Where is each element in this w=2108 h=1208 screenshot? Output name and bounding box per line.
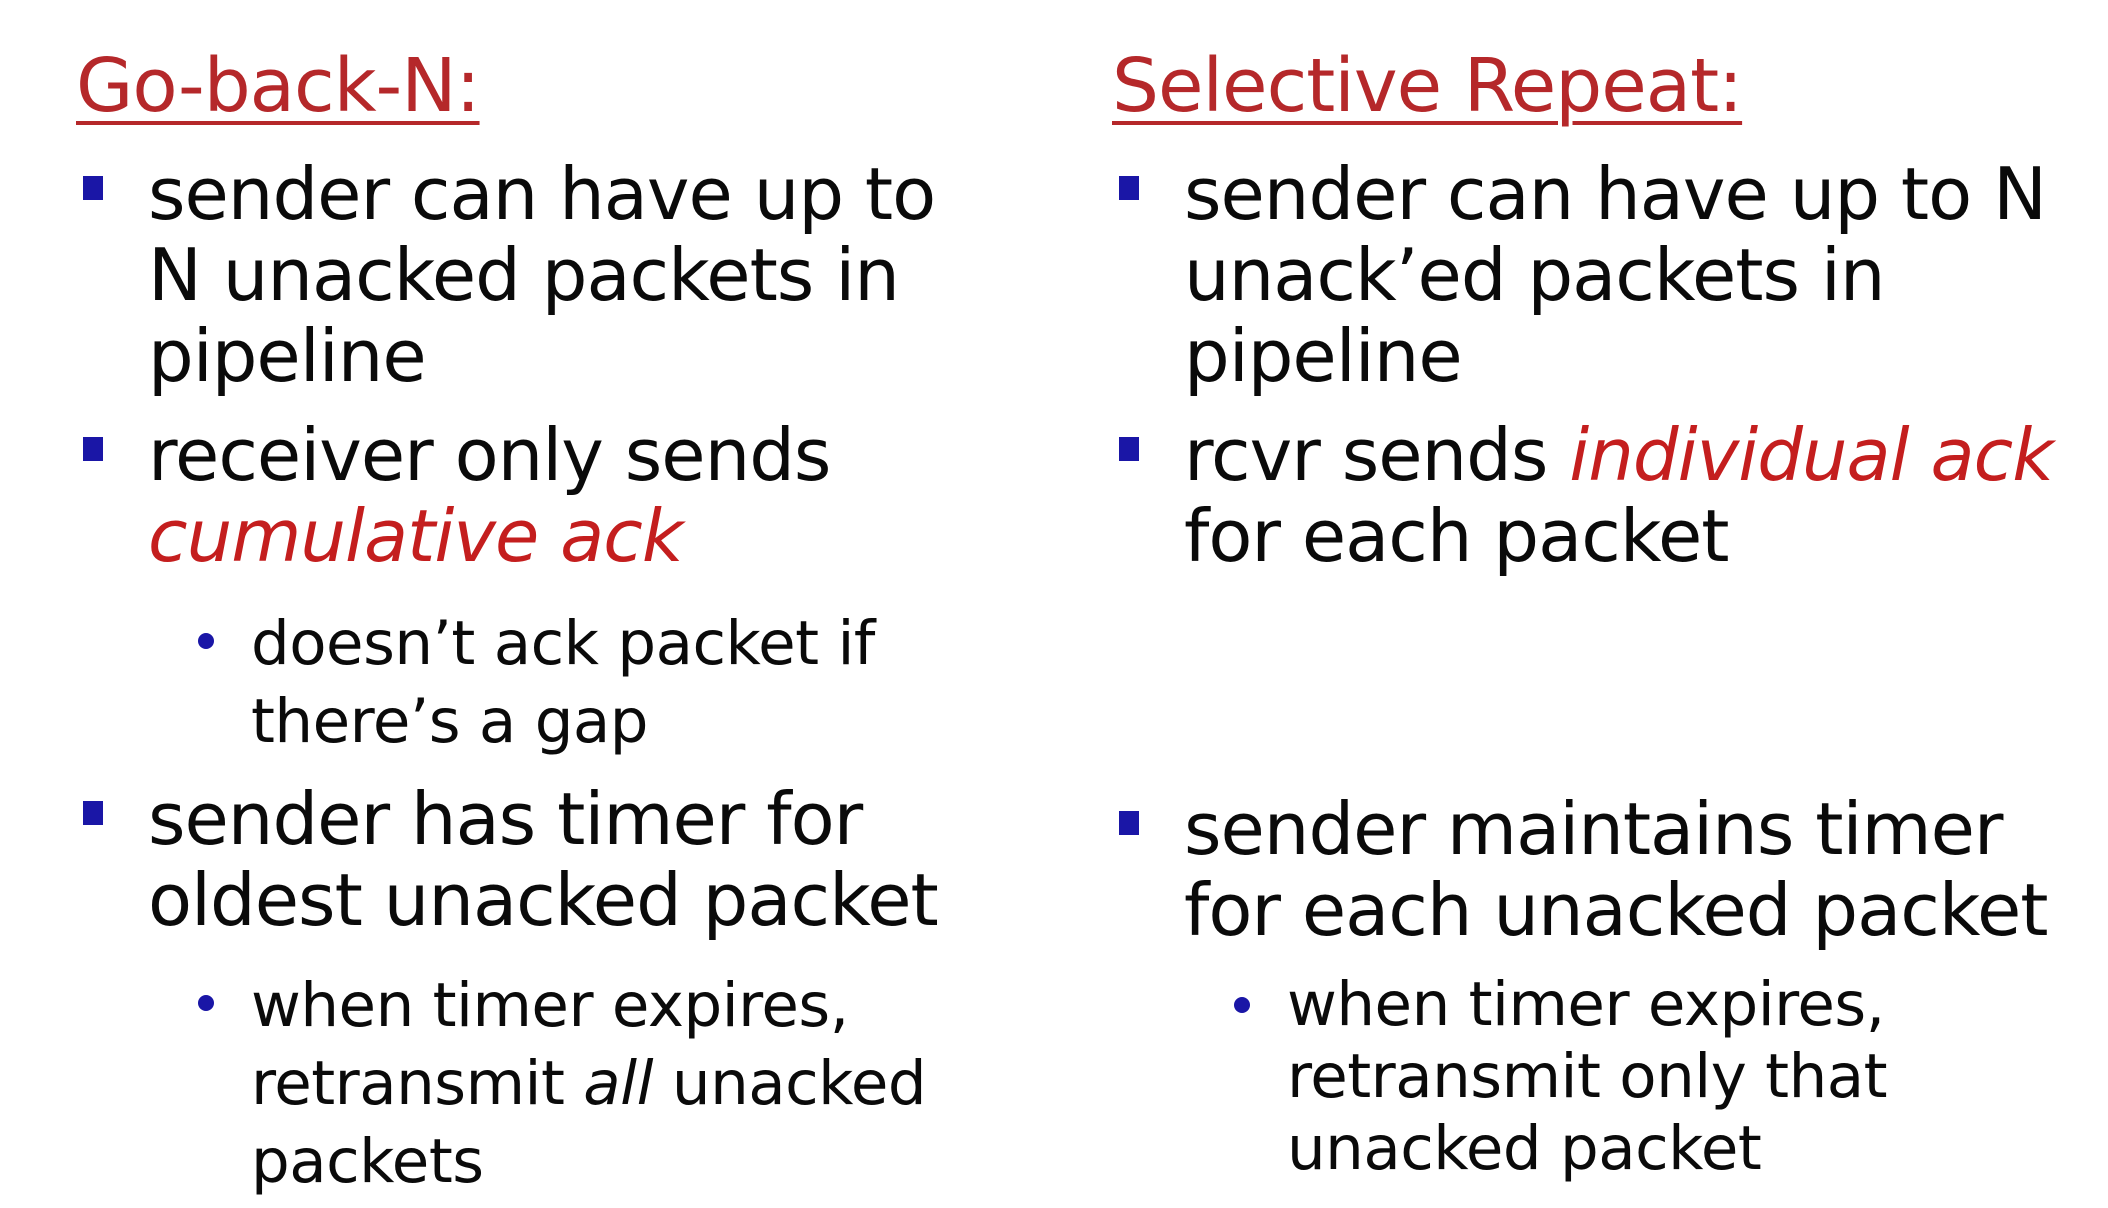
sr-b1-line1: sender can have up to N xyxy=(1184,152,2047,236)
gbn-subbullet-timeout: when timer expires, retransmit all unack… xyxy=(76,967,1076,1201)
sr-b2-pre: rcvr sends xyxy=(1184,413,1570,497)
round-bullet-icon xyxy=(198,633,214,649)
gbn-s2-line1: when timer expires, xyxy=(251,970,849,1041)
sr-b1-line3: pipeline xyxy=(1184,314,1463,398)
go-back-n-column: Go-back-N: sender can have up to N unack… xyxy=(76,38,1076,1201)
gbn-bullet-timer: sender has timer for oldest unacked pack… xyxy=(76,779,1076,941)
gbn-b2-line1: receiver only sends xyxy=(148,413,831,497)
square-bullet-icon xyxy=(1119,176,1139,200)
gbn-b1-line2: N unacked packets in xyxy=(148,233,900,317)
sr-s2-line1: when timer expires, xyxy=(1287,969,1885,1040)
sr-b1-line2: unack’ed packets in xyxy=(1184,233,1886,317)
gbn-s1-line1: doesn’t ack packet if xyxy=(251,608,875,679)
gbn-b3-line2: oldest unacked packet xyxy=(148,858,939,942)
gbn-s2-line3: packets xyxy=(251,1126,484,1197)
gbn-s1-line2: there’s a gap xyxy=(251,686,649,757)
sr-bullet-timer: sender maintains timer for each unacked … xyxy=(1112,789,2102,951)
gbn-subbullet-gap: doesn’t ack packet if there’s a gap xyxy=(76,605,1076,761)
selective-repeat-column: Selective Repeat: sender can have up to … xyxy=(1112,38,2102,1185)
square-bullet-icon xyxy=(1119,437,1139,461)
go-back-n-title: Go-back-N: xyxy=(76,43,481,129)
gbn-bullet-sender-window: sender can have up to N unacked packets … xyxy=(76,154,1076,397)
gbn-b1-line3: pipeline xyxy=(148,314,427,398)
sr-subbullet-timeout: when timer expires, retransmit only that… xyxy=(1112,969,2102,1185)
round-bullet-icon xyxy=(198,995,214,1011)
gbn-s2-line2: retransmit all unacked xyxy=(251,1045,1076,1123)
square-bullet-icon xyxy=(83,801,103,825)
gbn-cumulative-ack-emphasis: cumulative ack xyxy=(148,494,684,578)
sr-bullet-receiver: rcvr sends individual ack for each packe… xyxy=(1112,415,2102,577)
square-bullet-icon xyxy=(1119,811,1139,835)
sr-bullet-sender-window: sender can have up to N unack’ed packets… xyxy=(1112,154,2102,397)
sr-s2-line3: unacked packet xyxy=(1287,1113,1762,1184)
selective-repeat-title: Selective Repeat: xyxy=(1112,43,1743,129)
gbn-s2-post: unacked xyxy=(653,1048,927,1119)
round-bullet-icon xyxy=(1234,997,1250,1013)
sr-b3-line1: sender maintains timer xyxy=(1184,787,2003,871)
gbn-all-emphasis: all xyxy=(583,1048,654,1119)
gbn-b1-line1: sender can have up to xyxy=(148,152,936,236)
gbn-bullet-receiver: receiver only sends cumulative ack xyxy=(76,415,1076,577)
square-bullet-icon xyxy=(83,437,103,461)
gbn-b3-line1: sender has timer for xyxy=(148,777,863,861)
sr-individual-ack-emphasis: individual ack xyxy=(1569,413,2054,497)
gbn-s2-pre: retransmit xyxy=(251,1048,584,1119)
sr-s2-line2: retransmit only that xyxy=(1287,1041,1888,1112)
square-bullet-icon xyxy=(83,176,103,200)
sr-b3-line2: for each unacked packet xyxy=(1184,868,2048,952)
sr-b2-line2: for each packet xyxy=(1184,494,1729,578)
